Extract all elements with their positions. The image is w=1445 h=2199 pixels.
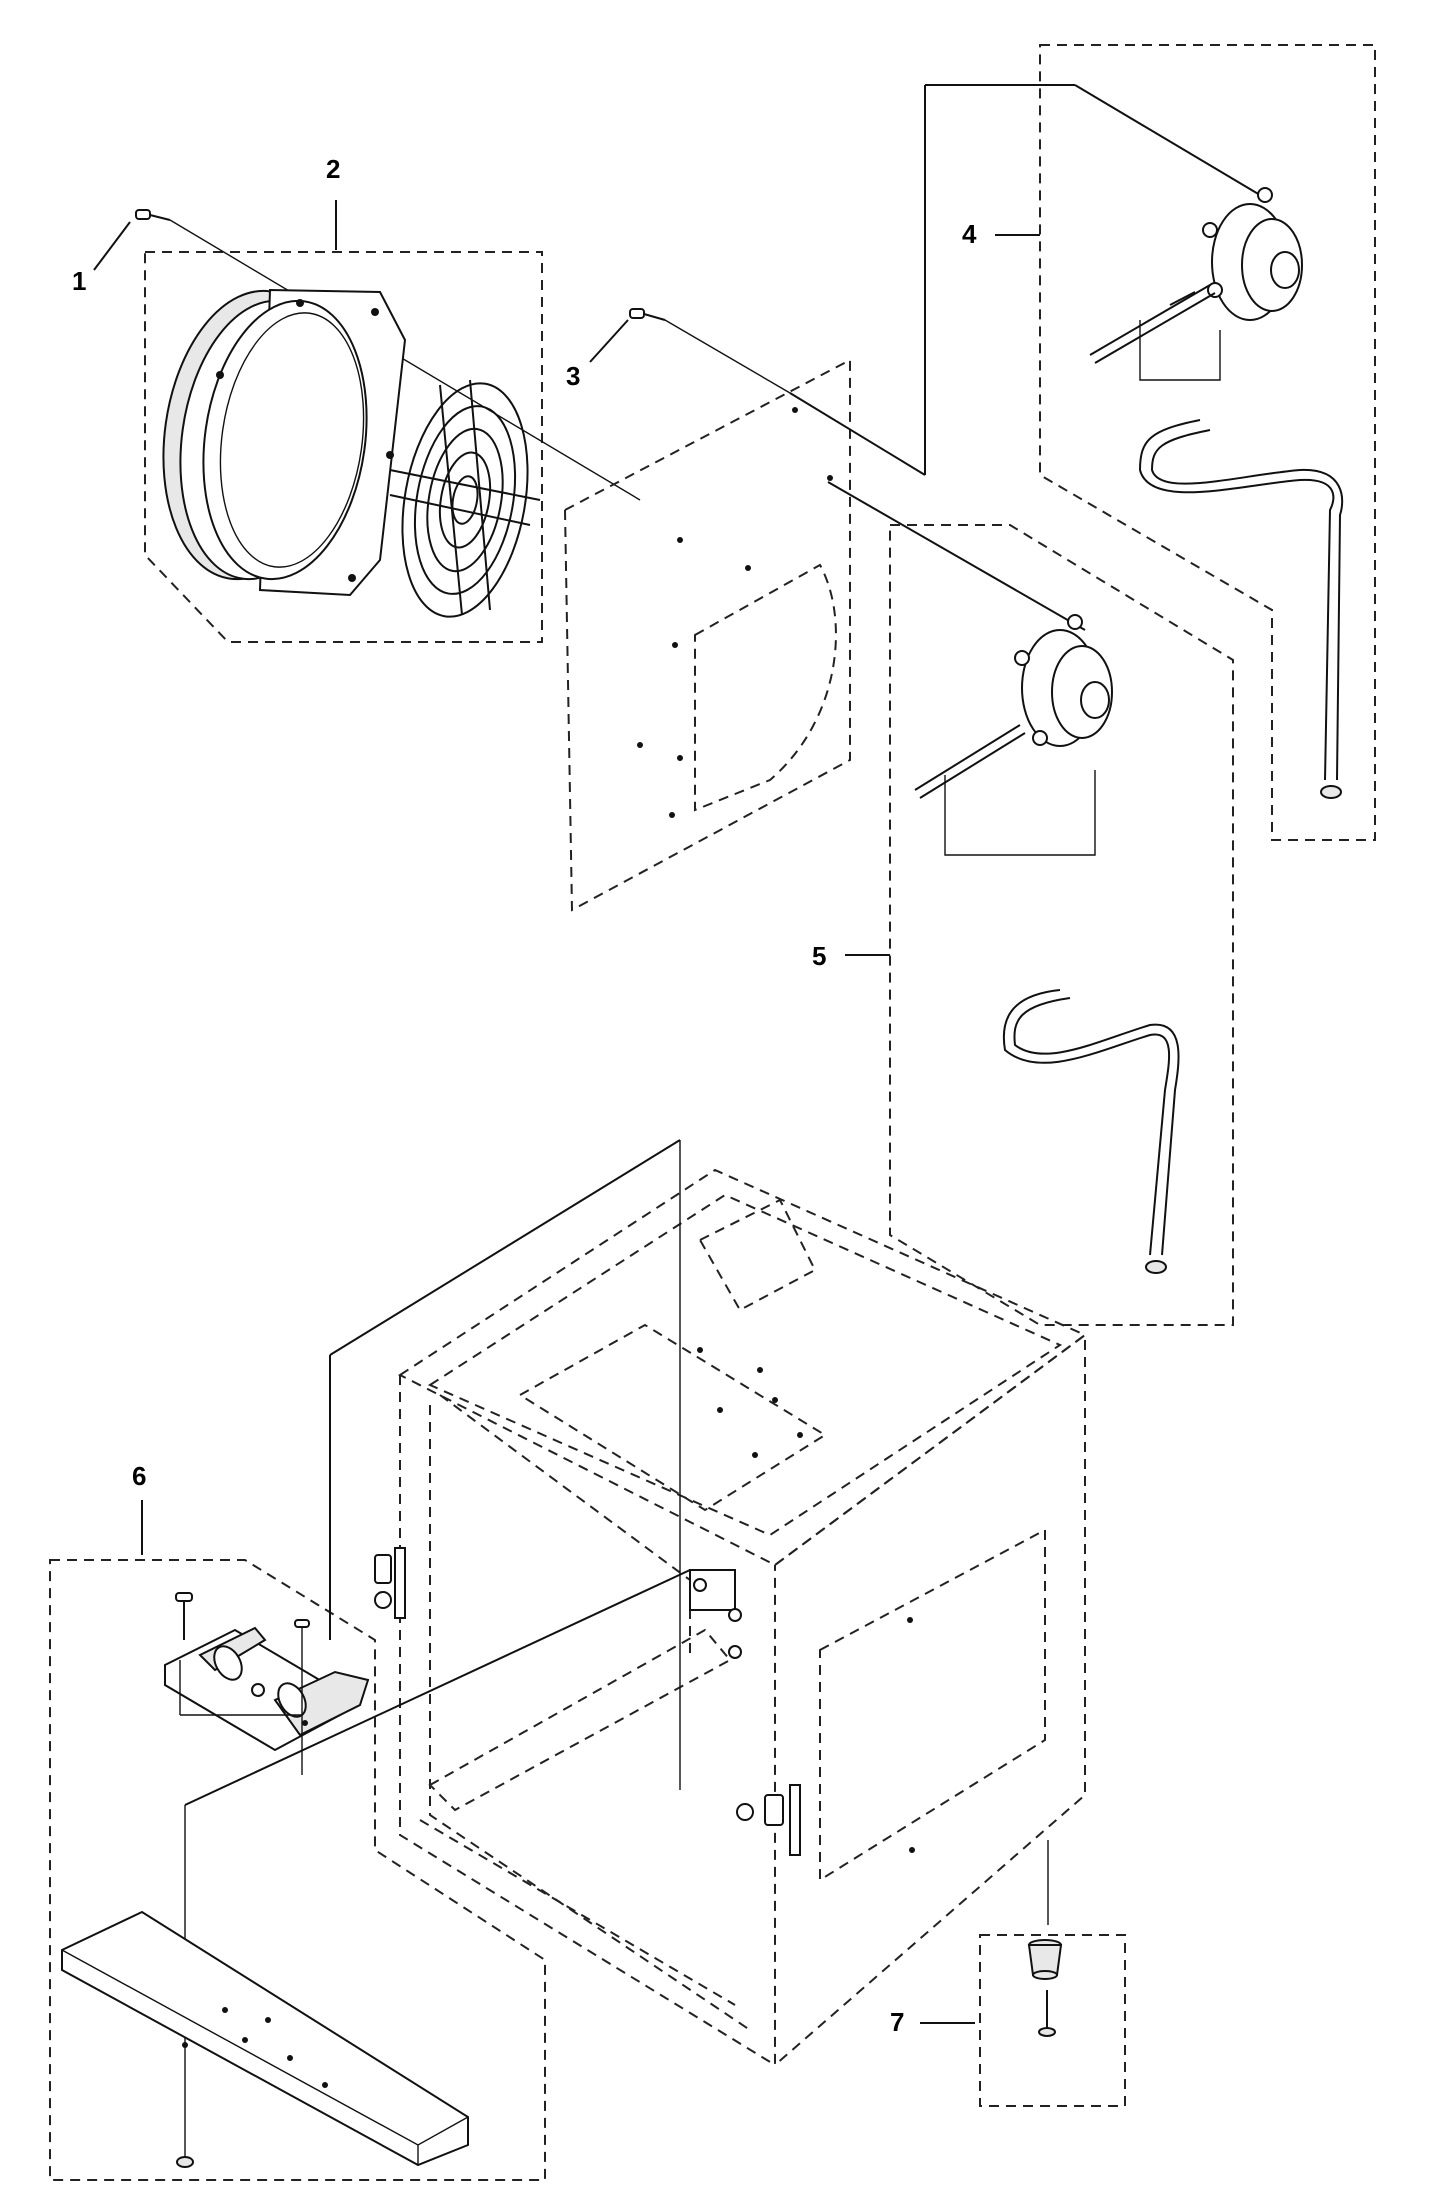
cabinet-right-panel [819, 1528, 1046, 1882]
cabinet-top-panel [518, 1323, 827, 1512]
foot-group-7 [979, 1934, 1126, 2107]
screw-icon-6a [175, 1592, 193, 1640]
thermostat-icon-5 [914, 614, 1113, 799]
cabinet-frame [374, 1140, 1087, 2067]
thermostat-group-4 [1039, 44, 1376, 841]
cabinet-top-outer [398, 1168, 1087, 1567]
cabinet-left-inner [429, 1405, 751, 2031]
mounting-panel-group-3 [563, 84, 1261, 912]
panel-outline [563, 358, 851, 912]
callout-label-2: 2 [326, 154, 340, 184]
group-2-outline [144, 251, 543, 643]
nut-icon-6 [176, 2156, 194, 2168]
capillary-tube-4 [1138, 320, 1344, 799]
handle-icon [164, 1626, 370, 1752]
panel-cutout [694, 563, 837, 812]
rubber-foot-icon [1027, 1939, 1063, 1980]
cabinet-top-panel-2 [698, 1198, 817, 1312]
bracket-icon [689, 1569, 742, 1659]
callout-label-5: 5 [812, 941, 826, 971]
thermostat-group-5 [889, 524, 1234, 1326]
group-7-outline [979, 1934, 1126, 2107]
latch-icon-left [374, 1547, 406, 1619]
capillary-tube-5 [944, 770, 1180, 1274]
fan-grille-icon [389, 379, 541, 618]
thermostat-icon-4 [1089, 187, 1303, 364]
fan-ring-group-2 [135, 209, 641, 643]
cabinet-back-edge [439, 1394, 691, 1655]
cabinet-right-side [774, 1333, 1086, 2066]
cabinet-left-front [399, 1375, 776, 2067]
screw-icon-7 [1038, 1990, 1056, 2037]
callout-label-7: 7 [890, 2007, 904, 2037]
fan-ring-icon [162, 288, 407, 597]
callout-label-4: 4 [962, 219, 977, 249]
cabinet-bottom-rail-2 [419, 1819, 736, 2006]
latch-icon-right [736, 1784, 801, 1856]
callout-label-1: 1 [72, 266, 86, 296]
cabinet-bottom-rail [428, 1628, 732, 1812]
screw-icon-3 [629, 308, 666, 321]
screw-icon-1 [135, 209, 171, 221]
rail-icon [61, 1910, 469, 2167]
callout-label-6: 6 [132, 1461, 146, 1491]
group-5-outline [889, 524, 1234, 1326]
leader-lines [93, 200, 1040, 2024]
handle-group-6 [49, 1139, 691, 2181]
cabinet-top-inner [427, 1193, 1063, 1537]
callout-label-3: 3 [566, 361, 580, 391]
group-4-outline [1039, 44, 1376, 841]
